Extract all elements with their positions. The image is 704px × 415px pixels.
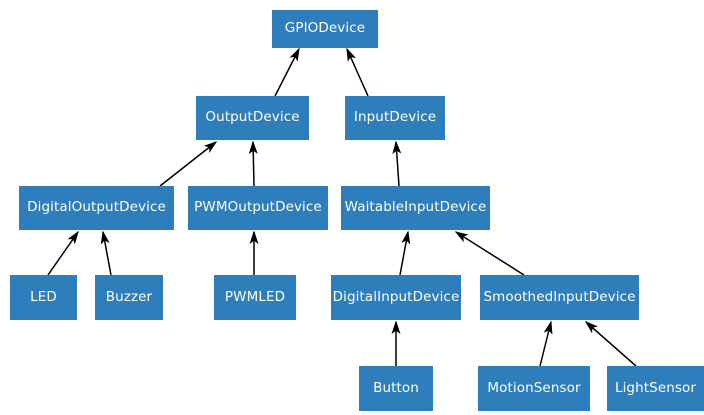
class-node-label: DigitalOutputDevice: [27, 199, 166, 216]
inheritance-arrow-pwmoutputdevice-to-outputdevice: [248, 140, 258, 187]
class-node-label: InputDevice: [353, 109, 437, 126]
class-node-outputdevice[interactable]: OutputDevice: [196, 96, 309, 140]
inheritance-arrow-waitableinputdevice-to-inputdevice: [392, 140, 402, 187]
class-node-label: LED: [30, 288, 57, 305]
class-node-button[interactable]: Button: [359, 366, 433, 411]
class-node-motionsensor[interactable]: MotionSensor: [478, 366, 590, 411]
inheritance-arrow-led-to-digitaloutputdevice: [47, 230, 79, 276]
inheritance-arrow-smoothedinputdevice-to-waitableinputdevice: [454, 231, 525, 276]
inheritance-arrow-outputdevice-to-gpiodevice: [274, 47, 300, 97]
class-node-smoothedinputdevice[interactable]: SmoothedInputDevice: [480, 275, 639, 320]
class-node-pwmled[interactable]: PWMLED: [214, 275, 296, 320]
class-node-label: PWMLED: [224, 288, 286, 305]
class-node-label: Buzzer: [105, 288, 153, 305]
class-node-label: GPIODevice: [284, 20, 366, 37]
inheritance-arrow-buzzer-to-digitaloutputdevice: [100, 230, 112, 276]
class-node-label: Button: [373, 379, 419, 396]
class-node-led[interactable]: LED: [10, 275, 77, 320]
inheritance-arrow-digitaloutputdevice-to-outputdevice: [159, 141, 218, 187]
class-node-digitaloutputdevice[interactable]: DigitalOutputDevice: [19, 186, 174, 230]
class-node-label: MotionSensor: [487, 379, 581, 396]
class-node-label: WaitableInputDevice: [344, 199, 487, 216]
inheritance-arrow-inputdevice-to-gpiodevice: [346, 47, 369, 97]
class-node-label: LightSensor: [614, 379, 697, 396]
class-node-gpiodevice[interactable]: GPIODevice: [272, 10, 378, 48]
inheritance-arrow-lightsensor-to-smoothedinputdevice: [584, 321, 637, 367]
class-node-buzzer[interactable]: Buzzer: [95, 275, 163, 320]
inheritance-arrow-digitalinputdevice-to-waitableinputdevice: [399, 230, 411, 276]
class-node-inputdevice[interactable]: InputDevice: [345, 96, 445, 140]
class-node-digitalinputdevice[interactable]: DigitalInputDevice: [331, 275, 461, 320]
class-node-lightsensor[interactable]: LightSensor: [607, 366, 704, 411]
inheritance-arrow-motionsensor-to-smoothedinputdevice: [539, 320, 553, 367]
class-node-waitableinputdevice[interactable]: WaitableInputDevice: [341, 186, 490, 230]
class-node-label: PWMOutputDevice: [194, 199, 322, 216]
class-node-label: OutputDevice: [205, 109, 300, 126]
class-node-label: DigitalInputDevice: [332, 288, 460, 305]
class-node-label: SmoothedInputDevice: [483, 288, 636, 305]
class-node-pwmoutputdevice[interactable]: PWMOutputDevice: [188, 186, 328, 230]
